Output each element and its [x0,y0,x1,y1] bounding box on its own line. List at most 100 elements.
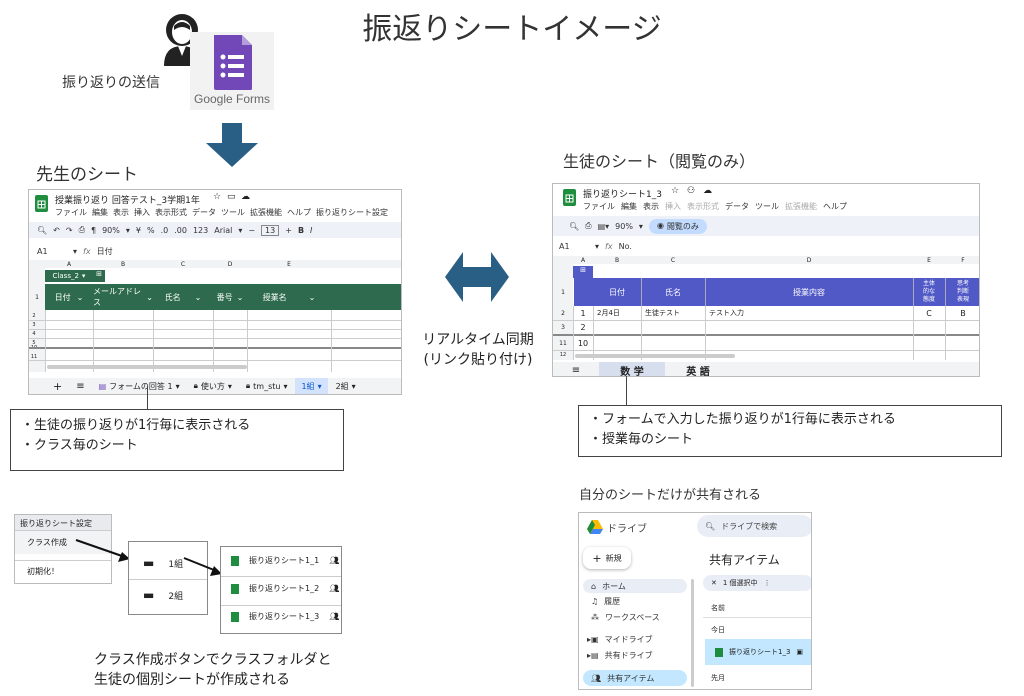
star-icon[interactable]: ☆ [671,186,680,196]
font-size-input[interactable]: 13 [261,224,280,236]
drive-search-box[interactable]: 🔍︎ドライブで検索 [697,515,811,537]
column-header-f[interactable]: F [961,256,965,264]
column-header-a[interactable]: A [580,256,586,264]
column-header-b[interactable]: B [120,260,126,268]
print-icon[interactable]: ⎙ [78,225,85,234]
menu-file[interactable]: ファイル [55,207,87,217]
nav-my-drive[interactable]: ▸▣マイドライブ [583,633,653,645]
row-number[interactable]: 4 [32,331,36,337]
header-name[interactable]: 氏名⌄ [153,284,213,310]
cloud-icon[interactable]: ☁ [241,192,250,202]
row-number[interactable]: 3 [32,322,36,328]
menu-data[interactable]: データ [192,207,216,217]
menu-edit[interactable]: 編集 [621,201,637,211]
all-sheets-icon[interactable]: ≡ [571,364,581,376]
folder-item[interactable]: ▬2組 [143,588,183,602]
sheet-tab-tm-stu[interactable]: 🔒︎tm_stu▾ [245,381,288,391]
italic-icon[interactable]: I [310,225,313,235]
redo-icon[interactable]: ↷ [65,225,73,235]
table-settings-icon[interactable]: ⊞ [573,266,593,278]
row-number[interactable]: 1 [35,293,39,301]
menu-insert[interactable]: 挿入 [134,207,150,217]
column-header-d[interactable]: D [806,256,812,264]
close-icon[interactable]: ✕ [711,579,717,587]
formula-input[interactable]: 日付 [96,246,113,256]
menu-extensions[interactable]: 拡張機能 [250,207,282,217]
header-date[interactable]: 日付⌄ [45,284,93,310]
row-number[interactable]: 1 [561,288,565,296]
column-header-c[interactable]: C [670,256,676,264]
scrollbar[interactable] [47,365,247,369]
nav-shared-drives[interactable]: ▸▤共有ドライブ [583,649,653,661]
folder-icon[interactable]: ▭ [227,192,236,202]
cell-reference[interactable]: A1 [559,241,570,251]
zoom-select[interactable]: 90% [102,225,120,235]
header-date[interactable]: 日付 [593,278,641,306]
table-cell[interactable]: 生徒テスト [645,309,680,317]
view-only-badge[interactable]: ◉閲覧のみ [648,218,707,234]
percent-icon[interactable]: % [146,225,155,235]
menu-view[interactable]: 表示 [643,201,659,211]
table-cell[interactable]: C [926,308,932,318]
row-number[interactable]: 2 [32,313,36,319]
column-header-b[interactable]: B [614,256,620,264]
doc-title[interactable]: 振り返りシート1_3 [583,190,662,200]
menu-view[interactable]: 表示 [113,207,129,217]
nav-home[interactable]: ⌂ホーム [583,579,687,593]
sheet-tab-class-1[interactable]: 1組▾ [295,378,328,394]
number-format-icon[interactable]: 123 [192,225,209,235]
font-select[interactable]: Arial [214,225,233,235]
search-icon[interactable]: 🔍︎ [37,225,48,235]
menu-reflection-settings[interactable]: 振り返りシート設定 [316,207,388,217]
menu-file[interactable]: ファイル [583,201,615,211]
table-cell[interactable]: 2 [580,322,586,332]
chevron-down-icon[interactable]: ▾ [238,225,243,235]
menu-tools[interactable]: ツール [221,207,245,217]
formula-input[interactable]: No. [618,241,632,251]
print-icon[interactable]: ⎙ [585,221,592,230]
star-icon[interactable]: ☆ [213,192,222,202]
file-item[interactable]: 振り返りシート1_3👥︎ [231,611,341,622]
paint-format-icon[interactable]: ▤▾ [597,221,610,231]
folder-item[interactable]: ▬1組 [143,556,183,570]
font-size-minus-icon[interactable]: − [248,225,256,235]
drive-file-row[interactable]: 振り返りシート1_3▣ [705,639,811,665]
column-header-c[interactable]: C [180,260,186,268]
column-header-e[interactable]: E [927,256,931,264]
decimal-increase-icon[interactable]: .00 [174,225,187,235]
table-settings-icon[interactable]: ⊞ [93,270,105,282]
people-icon[interactable]: ⚇ [687,186,696,196]
row-number[interactable]: 5 [32,340,36,346]
doc-title[interactable]: 授業振り返り 回答テスト_3学期1年 [55,196,200,206]
cloud-icon[interactable]: ☁ [703,186,712,196]
create-class-menu-item[interactable]: クラス作成 [15,531,111,554]
search-icon[interactable]: 🔍︎ [569,221,580,231]
nav-shared-with-me[interactable]: 👥︎共有アイテム [583,670,687,686]
menu-format[interactable]: 表示形式 [155,207,187,217]
column-name-header[interactable]: 名前 [711,604,725,612]
row-number[interactable]: 11 [559,339,567,347]
more-icon[interactable]: ⋮ [763,579,771,587]
sheet-tab-usage[interactable]: 🔒︎使い方▾ [193,381,232,391]
row-number[interactable]: 12 [559,352,567,358]
table-cell[interactable]: 2月4日 [597,309,620,317]
chevron-down-icon[interactable]: ▾ [595,241,600,251]
menu-extensions[interactable]: 拡張機能 [785,201,817,211]
nav-workspace[interactable]: ⁂ワークスペース [583,611,660,623]
menu-insert[interactable]: 挿入 [665,201,681,211]
header-content[interactable]: 授業内容 [705,278,913,306]
table-cell[interactable]: B [960,308,966,318]
menu-help[interactable]: ヘルプ [823,201,847,211]
menu-edit[interactable]: 編集 [92,207,108,217]
row-number[interactable]: 11 [30,354,38,360]
column-header-d[interactable]: D [227,260,233,268]
reset-menu-item[interactable]: 初期化！ [27,567,59,576]
bold-icon[interactable]: B [297,225,305,235]
scrollbar[interactable] [575,354,735,358]
filter-chip[interactable]: Class_2▾ [45,270,93,282]
new-button[interactable]: +新規 [583,547,631,569]
undo-icon[interactable]: ↶ [53,225,60,235]
chevron-down-icon[interactable]: ▾ [73,246,78,256]
sidebar-scrollbar[interactable] [691,579,694,687]
currency-icon[interactable]: ¥ [135,225,141,235]
